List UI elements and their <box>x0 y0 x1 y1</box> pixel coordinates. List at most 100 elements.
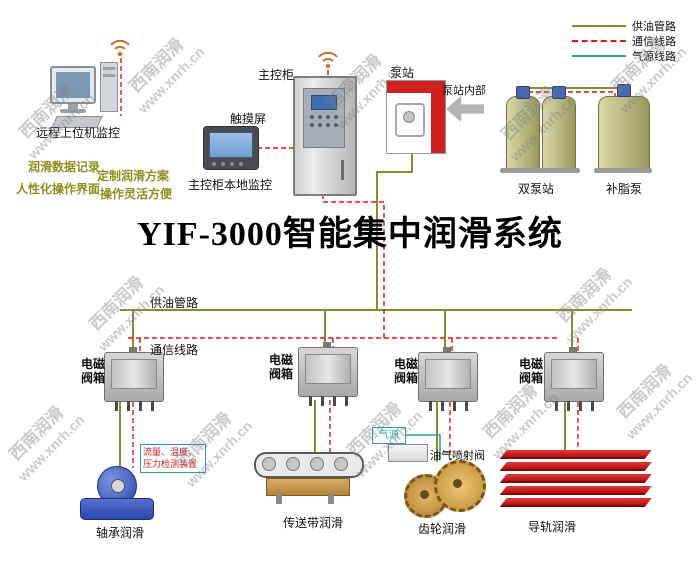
air-source-box: 气源 <box>372 427 406 444</box>
main-control-cabinet <box>293 76 357 196</box>
solenoid-valve-box <box>104 347 164 411</box>
oil-air-injection-valve <box>388 444 428 462</box>
bearing-bore <box>111 479 125 493</box>
device-label-bearing: 轴承润滑 <box>96 526 145 540</box>
comm-line-sample <box>572 39 626 42</box>
valve-outlets <box>429 401 468 411</box>
valve-panel <box>305 354 351 384</box>
conveyor-unit <box>254 450 366 508</box>
legend: 供油管路 通信线路 气源线路 <box>572 18 676 63</box>
pump-tank <box>542 96 576 170</box>
valve-outlets <box>309 396 348 406</box>
solenoid-valve-box <box>298 342 358 406</box>
injector-label: 油气喷射阀 <box>430 450 485 462</box>
pump-piping <box>395 103 425 137</box>
valve-inlet <box>443 347 451 353</box>
legend-row-comm: 通信线路 <box>572 33 676 48</box>
touchscreen-display <box>209 132 253 158</box>
comm-bus-label: 通信线路 <box>150 343 199 357</box>
conveyor-frame <box>266 478 350 496</box>
rail <box>501 462 652 469</box>
pump-tank <box>506 96 540 170</box>
remote-computer <box>46 58 120 138</box>
gear-unit <box>404 458 486 518</box>
valve-box-label: 电磁阀箱 <box>80 357 105 385</box>
oil-bus-label: 供油管路 <box>150 296 199 310</box>
touchscreen <box>203 126 259 170</box>
valve-inlet <box>129 347 137 353</box>
page-title: YIF-3000智能集中润滑系统 <box>137 216 563 253</box>
valve-panel <box>551 359 597 389</box>
valve-box-label: 电磁阀箱 <box>393 357 418 385</box>
dual-pump-label: 双泵站 <box>518 182 555 196</box>
sensor-annotation: 流量、温度、压力检测装置 <box>140 444 206 474</box>
remote-pc-label: 远程上位机监控 <box>36 126 121 140</box>
pump-side <box>431 93 445 153</box>
legend-label-oil: 供油管路 <box>632 20 676 33</box>
valve-panel <box>425 359 471 389</box>
valve-outlets <box>555 401 594 411</box>
valve-box-label: 电磁阀箱 <box>268 353 293 381</box>
conveyor-leg <box>328 494 334 504</box>
grease-pump-label: 补脂泵 <box>606 182 643 196</box>
cabinet-buttons <box>310 115 340 127</box>
gear-hub <box>453 479 462 488</box>
local-monitor-label: 主控柜本地监控 <box>188 178 273 192</box>
valve-inlet <box>569 347 577 353</box>
comm-main-riser <box>322 194 385 338</box>
feature-2: 定制润滑方案 <box>97 169 170 183</box>
grease-tank <box>598 96 650 170</box>
touchscreen-label: 触摸屏 <box>230 112 267 126</box>
bearing-unit <box>80 466 154 522</box>
pump-valve <box>403 111 415 123</box>
pc-tower <box>100 62 118 112</box>
touchscreen-buttons <box>212 162 243 166</box>
gear-hub <box>420 490 429 499</box>
rail <box>501 498 652 505</box>
air-line-sample <box>572 54 626 57</box>
air-to-gears <box>404 434 441 460</box>
valve-panel <box>111 359 157 389</box>
gear-large <box>434 460 486 512</box>
pump-station <box>386 80 446 154</box>
device-label-rails: 导轨润滑 <box>528 520 577 534</box>
guide-rail-unit <box>492 448 664 514</box>
valve-box-label: 电磁阀箱 <box>518 357 543 385</box>
pump-interior-label: 泵站内部 <box>442 85 486 97</box>
legend-row-oil: 供油管路 <box>572 18 676 33</box>
device-label-gears: 齿轮润滑 <box>418 522 467 536</box>
valve-inlet <box>323 342 331 348</box>
device-label-conveyor: 传送带润滑 <box>283 516 344 530</box>
cabinet-panel <box>303 88 345 148</box>
bearing-base <box>80 498 154 520</box>
legend-row-air: 气源线路 <box>572 48 676 63</box>
monitor-base <box>60 109 86 113</box>
pump-top <box>387 81 445 93</box>
pump-motor <box>552 86 566 99</box>
legend-label-comm: 通信线路 <box>632 35 676 48</box>
solenoid-valve-box <box>418 347 478 411</box>
roller <box>334 457 348 471</box>
monitor-screen <box>56 72 90 98</box>
pump-station-label: 泵站 <box>390 66 415 80</box>
rail <box>501 474 652 481</box>
cabinet-label: 主控柜 <box>258 68 295 82</box>
wifi-icon <box>110 39 130 57</box>
feature-4: 操作灵活方便 <box>100 187 173 201</box>
rail <box>501 486 652 493</box>
rail <box>501 450 652 457</box>
monitor <box>50 66 96 104</box>
valve-outlets <box>115 401 154 411</box>
monitor-stand <box>68 104 78 109</box>
roller <box>286 457 300 471</box>
tank-base <box>594 168 652 173</box>
solenoid-valve-box <box>544 347 604 411</box>
legend-label-air: 气源线路 <box>632 50 676 63</box>
roller <box>262 457 276 471</box>
cabinet-handle <box>341 160 344 180</box>
feature-3: 人性化操作界面 <box>16 182 101 196</box>
wifi-icon <box>318 51 338 69</box>
oil-line-sample <box>572 24 626 27</box>
feature-1: 润滑数据记录 <box>28 160 101 174</box>
